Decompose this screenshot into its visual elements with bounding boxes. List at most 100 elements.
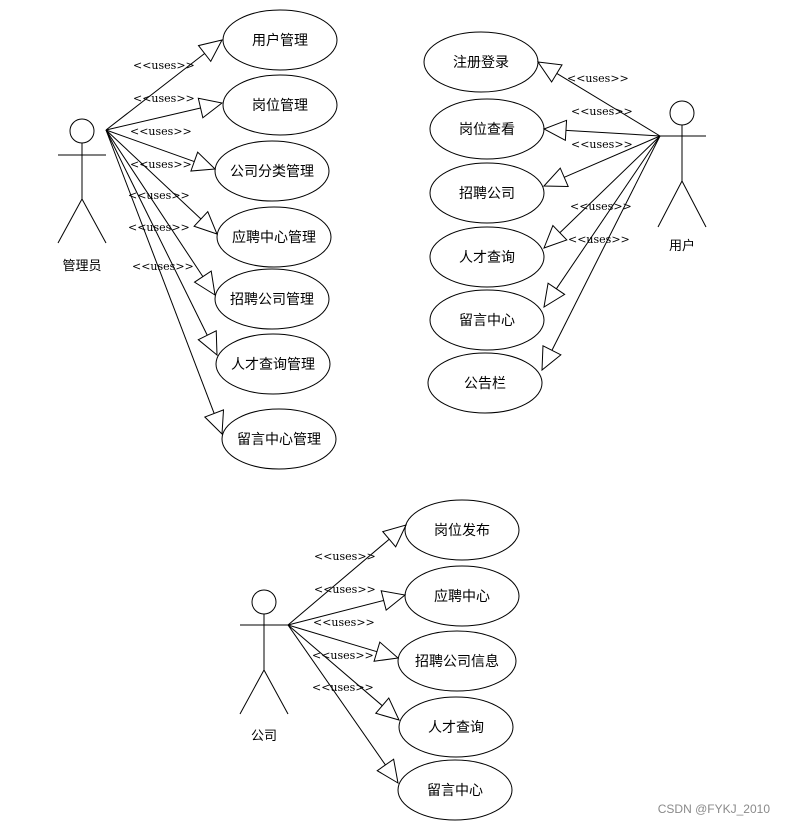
uses-label-user-2: <<uses>> <box>571 138 633 151</box>
arrowhead-company-2 <box>373 641 400 662</box>
uses-label-admin-5: <<uses>> <box>128 221 190 234</box>
use-case-company-2-label: 招聘公司信息 <box>415 653 499 670</box>
arrowhead-user-2 <box>542 167 569 187</box>
actor-user-leg-left <box>657 180 683 228</box>
association-line-company-0 <box>287 538 390 626</box>
use-case-company-1-label: 应聘中心 <box>434 588 490 605</box>
association-line-company-2 <box>287 624 378 653</box>
association-line-company-3 <box>287 624 383 707</box>
uses-label-company-3: <<uses>> <box>312 649 374 662</box>
use-case-admin-0-label: 用户管理 <box>252 32 308 49</box>
actor-admin-leg-left <box>57 198 83 244</box>
uses-label-admin-2: <<uses>> <box>130 125 192 138</box>
uses-label-user-0: <<uses>> <box>567 72 629 85</box>
uses-label-user-1: <<uses>> <box>571 105 633 118</box>
actor-company <box>239 589 289 715</box>
use-case-admin-1-label: 岗位管理 <box>252 98 308 114</box>
uses-label-admin-4: <<uses>> <box>128 189 190 202</box>
arrowhead-admin-2 <box>190 151 217 172</box>
use-case-user-4-label: 留言中心 <box>459 313 515 329</box>
arrowhead-admin-0 <box>197 39 223 63</box>
uses-label-user-3: <<uses>> <box>570 200 632 213</box>
company-use-cases: 岗位发布 应聘中心 招聘公司信息 人才查询 留言中心 <box>397 499 520 821</box>
use-case-user-4 <box>429 289 545 351</box>
association-line-admin-2 <box>105 129 195 163</box>
arrowhead-company-0 <box>381 524 407 548</box>
arrowhead-user-1 <box>542 119 568 142</box>
use-case-user-3 <box>429 226 545 288</box>
use-case-admin-6-label: 留言中心管理 <box>237 432 321 448</box>
association-line-admin-1 <box>105 107 201 131</box>
uses-label-company-4: <<uses>> <box>312 681 374 694</box>
arrowhead-admin-1 <box>197 97 224 119</box>
uses-label-admin-0: <<uses>> <box>133 59 195 72</box>
association-line-user-1 <box>565 129 661 137</box>
association-line-admin-0 <box>105 53 205 131</box>
uses-label-admin-6: <<uses>> <box>132 260 194 273</box>
uses-label-company-2: <<uses>> <box>313 616 375 629</box>
use-case-company-3 <box>398 696 514 758</box>
use-case-admin-5-label: 人才查询管理 <box>231 357 315 373</box>
association-line-company-4 <box>287 624 386 766</box>
arrowhead-company-4 <box>376 758 399 784</box>
use-case-user-3-label: 人才查询 <box>459 250 515 266</box>
use-case-admin-4-label: 招聘公司管理 <box>230 292 314 308</box>
association-line-user-0 <box>556 72 661 137</box>
association-line-admin-5 <box>105 129 208 336</box>
association-line-user-4 <box>555 135 661 290</box>
arrowhead-user-0 <box>536 61 563 83</box>
use-case-admin-0 <box>222 9 338 71</box>
use-case-admin-1 <box>222 74 338 136</box>
arrowhead-company-1 <box>380 590 407 612</box>
actor-admin <box>57 118 107 244</box>
uses-labels: <<uses>> <<uses>> <<uses>> <<uses>> <<us… <box>128 59 633 694</box>
arrowhead-admin-3 <box>193 210 218 235</box>
use-case-user-0-label: 注册登录 <box>453 55 509 71</box>
association-line-company-1 <box>287 599 384 626</box>
use-case-admin-2-label: 公司分类管理 <box>230 164 314 180</box>
use-case-company-0 <box>404 499 520 561</box>
arrowhead-admin-4 <box>193 270 216 297</box>
arrowhead-user-4 <box>543 282 566 308</box>
use-case-company-2 <box>397 630 517 692</box>
use-case-user-5-label: 公告栏 <box>464 376 506 392</box>
association-line-user-3 <box>559 135 661 234</box>
uses-label-user-4: <<uses>> <box>568 233 630 246</box>
use-case-company-4-label: 留言中心 <box>427 783 483 799</box>
use-case-user-2-label: 招聘公司 <box>459 186 515 202</box>
actor-company-leg-left <box>239 669 265 715</box>
use-case-admin-4 <box>214 268 330 330</box>
association-line-admin-6 <box>105 129 215 414</box>
arrowhead-user-3 <box>543 224 568 249</box>
uses-label-admin-1: <<uses>> <box>133 92 195 105</box>
actor-admin-leg-right <box>81 198 107 244</box>
associations <box>105 39 661 784</box>
use-case-admin-3 <box>216 206 332 268</box>
use-case-admin-2 <box>214 140 330 202</box>
association-line-admin-3 <box>105 129 202 220</box>
uses-label-admin-3: <<uses>> <box>130 158 192 171</box>
use-case-company-0-label: 岗位发布 <box>434 523 490 539</box>
use-case-admin-6 <box>221 408 337 470</box>
uses-label-company-0: <<uses>> <box>314 550 376 563</box>
use-case-user-1-label: 岗位查看 <box>459 122 515 138</box>
association-line-user-2 <box>564 135 661 178</box>
admin-use-cases: 用户管理 岗位管理 公司分类管理 应聘中心管理 招聘公司管理 人才查询管理 留言… <box>214 9 338 470</box>
use-case-company-3-label: 人才查询 <box>428 720 484 736</box>
actor-admin-head <box>69 118 95 144</box>
watermark: CSDN @FYKJ_2010 <box>658 802 771 816</box>
arrowhead-admin-5 <box>197 330 218 357</box>
use-case-company-1 <box>404 565 520 627</box>
uses-label-company-1: <<uses>> <box>314 583 376 596</box>
actor-user-head <box>669 100 695 126</box>
association-line-user-5 <box>551 135 661 351</box>
user-use-cases: 注册登录 岗位查看 招聘公司 人才查询 留言中心 公告栏 <box>423 31 545 414</box>
actor-company-label: 公司 <box>251 729 277 744</box>
actor-user-leg-right <box>681 180 707 228</box>
actor-admin-label: 管理员 <box>62 259 101 274</box>
actor-user-label: 用户 <box>669 238 695 254</box>
use-case-user-2 <box>429 162 545 224</box>
use-case-admin-3-label: 应聘中心管理 <box>232 229 316 246</box>
use-case-user-5 <box>427 352 543 414</box>
